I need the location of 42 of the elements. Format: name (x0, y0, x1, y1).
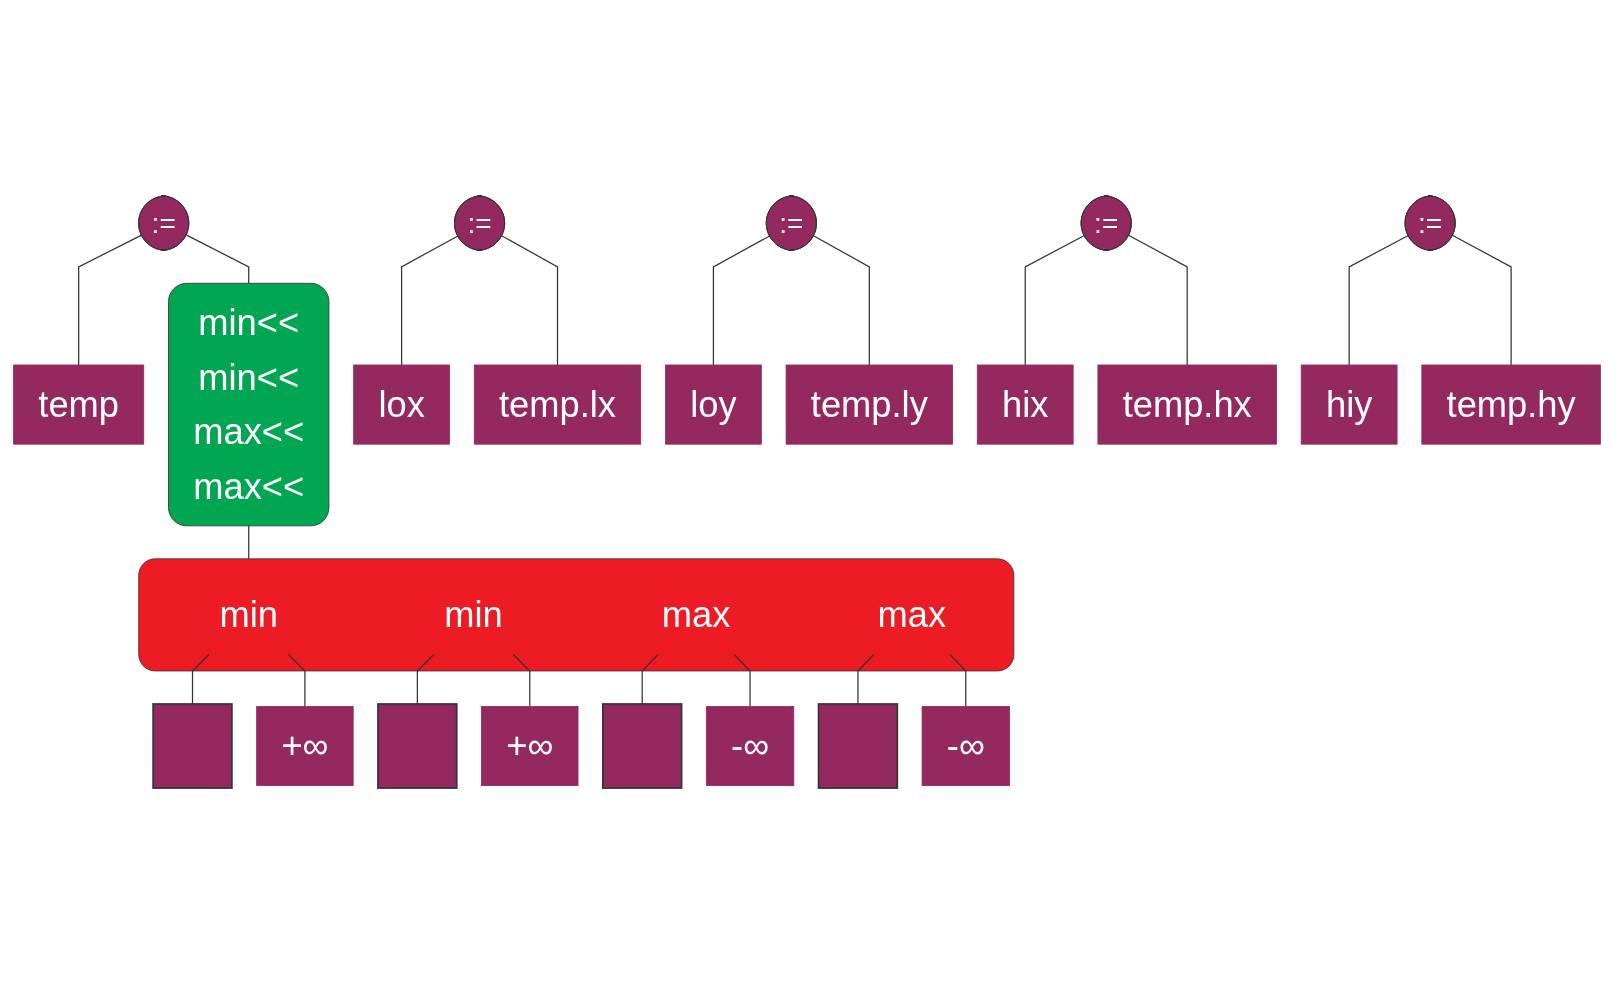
node-box: -∞ (921, 706, 1010, 786)
node-box: temp.ly (785, 364, 953, 445)
connector (416, 653, 434, 705)
node-box: temp.hx (1097, 364, 1277, 445)
connector (1348, 234, 1409, 366)
connector (1024, 234, 1085, 366)
node-box: hiy (1300, 364, 1397, 445)
connector (400, 235, 458, 366)
node-text: max (877, 594, 946, 635)
node-box: +∞ (480, 706, 578, 786)
node-box: temp (12, 364, 144, 445)
node-box: temp.lx (473, 364, 641, 445)
cluster (137, 558, 1014, 672)
connector (500, 235, 558, 366)
node-box: temp.hy (1420, 364, 1601, 445)
node-text: max (661, 594, 730, 635)
connector (287, 653, 306, 708)
node-grid (376, 703, 458, 789)
connector (1127, 234, 1188, 366)
connector (856, 653, 874, 705)
node-grid (601, 703, 682, 789)
connector (812, 235, 870, 366)
connector (247, 525, 249, 560)
connector (948, 653, 966, 708)
node-box: -∞ (705, 706, 794, 786)
node-text: min (218, 594, 278, 635)
node-box: min<< min<< max<< max<< (167, 282, 329, 527)
connector (1451, 234, 1512, 366)
connector (77, 234, 142, 366)
connector (185, 234, 249, 284)
node-grid (151, 703, 233, 789)
node-box: +∞ (255, 706, 354, 786)
node-text: min (443, 594, 503, 635)
connector (512, 653, 530, 708)
connector (733, 653, 751, 708)
node-box: hix (976, 364, 1074, 445)
connector (191, 653, 210, 705)
node-grid (817, 703, 898, 789)
connector (641, 653, 659, 705)
node-box: loy (664, 364, 762, 445)
connector (712, 235, 770, 366)
node-box: lox (352, 364, 450, 445)
